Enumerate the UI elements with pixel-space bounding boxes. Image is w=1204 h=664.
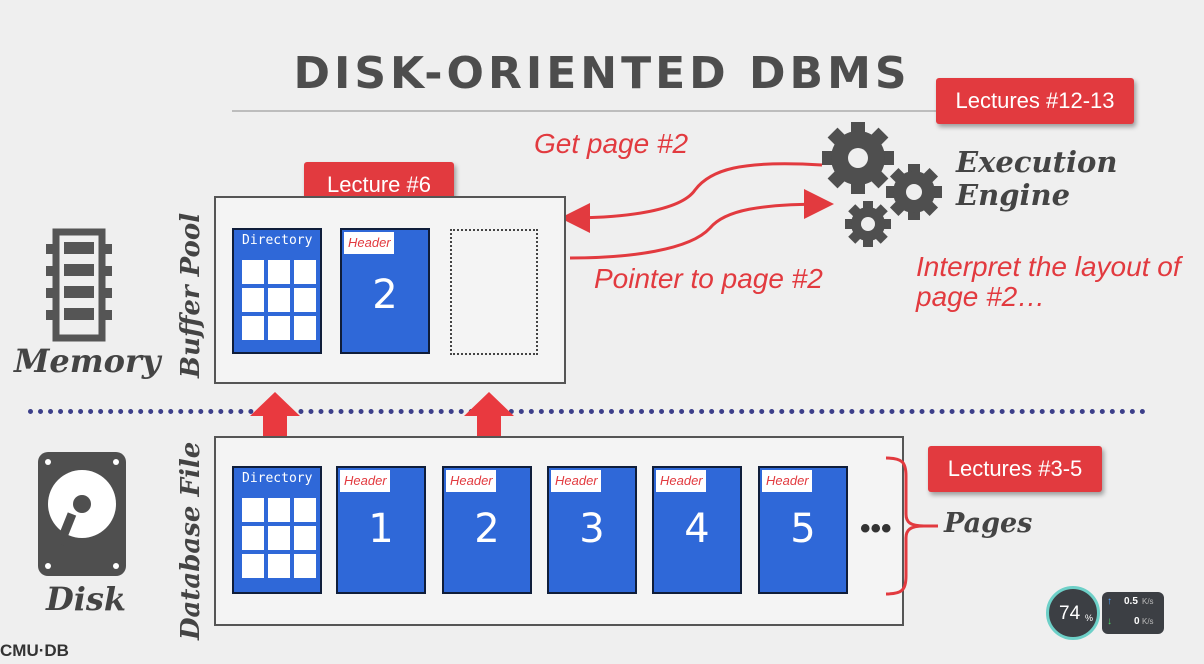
- download-speed: 0: [1134, 616, 1140, 627]
- cpu-percent: 74: [1059, 603, 1081, 624]
- buffer-directory-page: Directory: [232, 228, 322, 354]
- interpret-annotation: Interpret the layout of page #2…: [916, 252, 1181, 312]
- memory-chip-icon: [46, 228, 112, 342]
- upload-unit: K/s: [1142, 597, 1154, 606]
- download-arrow-icon: ↓: [1107, 616, 1112, 627]
- gears-icon: [822, 122, 942, 247]
- cpu-gauge: 74 %: [1046, 586, 1100, 640]
- directory-grid: [242, 498, 316, 578]
- page-header-label: Header: [340, 470, 390, 492]
- buffer-page-2: Header 2: [340, 228, 430, 354]
- slide-title: DISK-ORIENTED DBMS: [293, 48, 911, 99]
- cmu-db-logo: CMU·DB: [0, 641, 69, 660]
- download-unit: K/s: [1142, 617, 1154, 626]
- disk-page-4: Header 4: [652, 466, 742, 594]
- page-header-label: Header: [762, 470, 812, 492]
- network-speed-widget: 74 % ↑ 0.5 K/s ↓ 0 K/s: [1046, 586, 1164, 642]
- get-page-arrow: [560, 162, 823, 233]
- memory-label: Memory: [14, 342, 161, 380]
- page-number: 3: [579, 506, 605, 552]
- page-header-label: Header: [344, 232, 394, 254]
- get-page-annotation: Get page #2: [534, 128, 689, 159]
- pages-label: Pages: [944, 508, 1033, 539]
- directory-grid: [242, 260, 316, 340]
- buffer-pool-label: Buffer Pool: [176, 212, 206, 378]
- hard-disk-icon: [38, 452, 126, 576]
- page-number: 2: [474, 506, 500, 552]
- disk-page-2: Header 2: [442, 466, 532, 594]
- up-arrow-directory: [250, 392, 300, 456]
- upload-speed: 0.5: [1124, 596, 1138, 607]
- disk-directory-page: Directory: [232, 466, 322, 594]
- disk-page-3: Header 3: [547, 466, 637, 594]
- disk-page-1: Header 1: [336, 466, 426, 594]
- page-number: 2: [372, 272, 398, 318]
- up-arrow-page-2: [464, 392, 514, 456]
- badge-lectures-3-5: Lectures #3-5: [928, 446, 1102, 492]
- database-file-label: Database File: [176, 441, 206, 640]
- disk-label: Disk: [46, 580, 127, 618]
- cpu-percent-sign: %: [1085, 613, 1094, 623]
- directory-label: Directory: [242, 233, 313, 248]
- execution-engine-line-2: Engine: [956, 178, 1071, 212]
- flow-arrows: [560, 162, 834, 260]
- page-number: 4: [684, 506, 710, 552]
- page-number: 1: [368, 506, 394, 552]
- execution-engine-label: Execution Engine: [956, 146, 1117, 212]
- execution-engine-line-1: Execution: [956, 145, 1118, 179]
- page-header-label: Header: [551, 470, 601, 492]
- pages-brace: [885, 456, 938, 596]
- page-number: 5: [790, 506, 816, 552]
- memory-disk-separator: [28, 409, 1146, 414]
- pointer-arrow: [569, 189, 834, 260]
- interpret-line-2: page #2…: [916, 281, 1046, 312]
- empty-frame: [450, 229, 538, 355]
- badge-lectures-12-13: Lectures #12-13: [936, 78, 1134, 124]
- upload-arrow-icon: ↑: [1107, 596, 1112, 607]
- page-header-label: Header: [656, 470, 706, 492]
- title-underline: [232, 110, 938, 112]
- directory-label: Directory: [242, 471, 313, 486]
- more-pages-ellipsis: •••: [860, 512, 892, 545]
- speed-panel: ↑ 0.5 K/s ↓ 0 K/s: [1102, 592, 1164, 634]
- interpret-line-1: Interpret the layout of: [916, 251, 1181, 282]
- pointer-annotation: Pointer to page #2: [594, 263, 823, 294]
- page-header-label: Header: [446, 470, 496, 492]
- disk-page-5: Header 5: [758, 466, 848, 594]
